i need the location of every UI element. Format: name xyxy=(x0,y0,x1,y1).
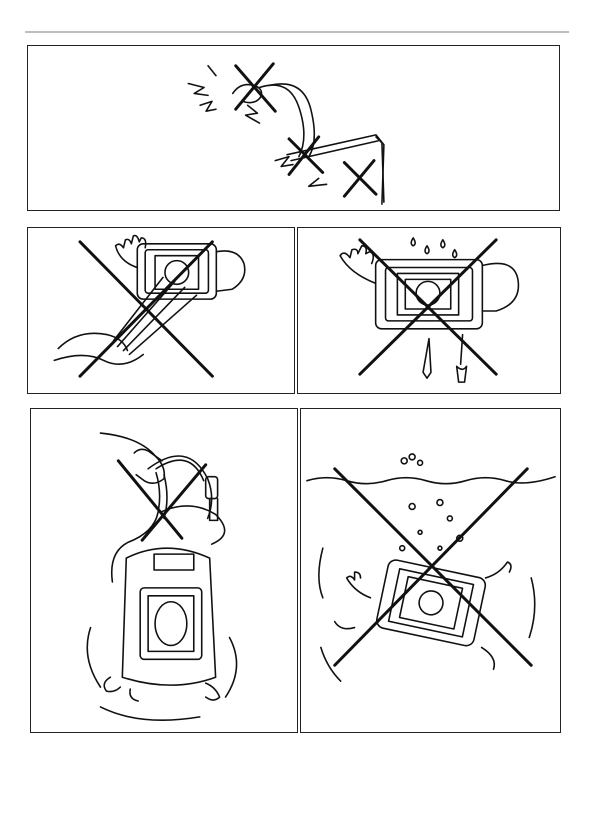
warning-panel-no-disassembly xyxy=(297,227,561,394)
warning-panel-cord-damage xyxy=(27,45,560,211)
no-water-spray-icon xyxy=(28,228,294,393)
warning-panel-carry-by-cord xyxy=(30,408,298,733)
warning-panel-no-water xyxy=(27,227,295,394)
no-disassembly-icon xyxy=(298,228,560,393)
cord-damage-sparks-prohibited-icon xyxy=(28,46,559,210)
top-rule xyxy=(25,31,569,33)
warning-panel-do-not-immerse xyxy=(300,408,561,733)
do-not-carry-by-cord-icon xyxy=(31,409,297,732)
do-not-immerse-icon xyxy=(301,409,560,732)
